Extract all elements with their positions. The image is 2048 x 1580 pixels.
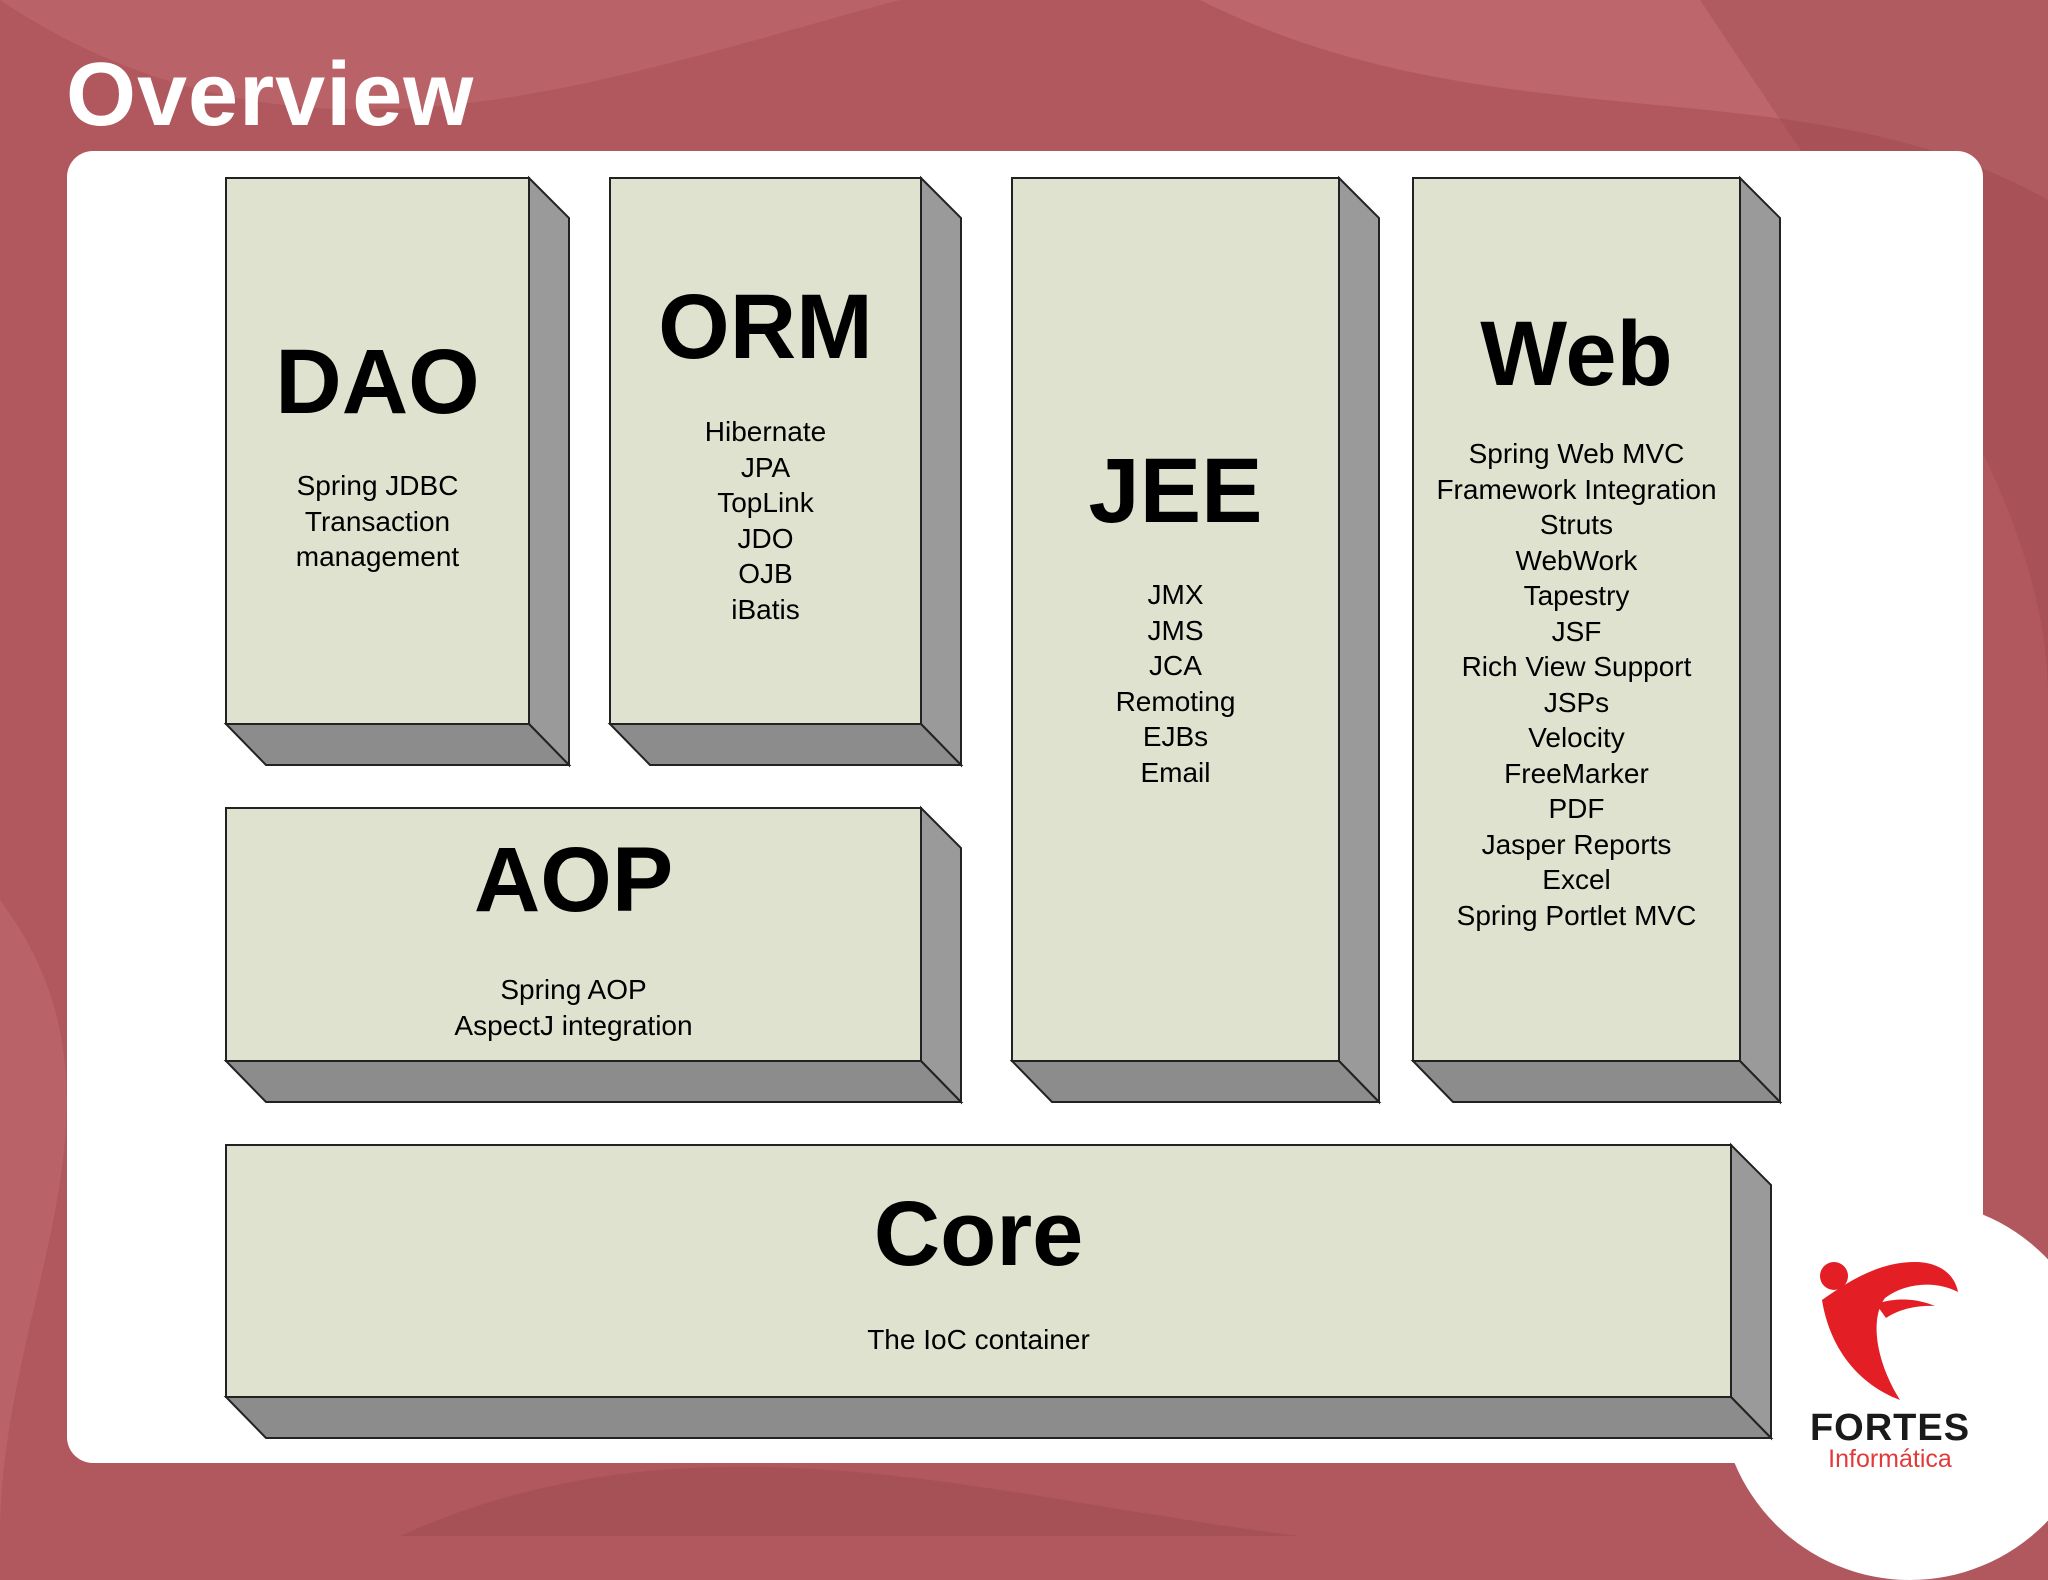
orm-box-shape [607, 175, 964, 768]
dao-box-shape [223, 175, 572, 768]
list-item: EJBs [1142, 721, 1209, 752]
aop-title: AOP [473, 829, 674, 931]
list-item: WebWork [1515, 544, 1638, 576]
orm-items: Hibernate JPA TopLink JDO OJB iBatis [610, 414, 921, 627]
list-item: Spring JDBC [296, 470, 459, 501]
core-title: Core [873, 1183, 1084, 1285]
list-item: OJB [738, 558, 793, 589]
list-item: Hibernate [704, 416, 827, 447]
list-item: JMS [1147, 614, 1204, 646]
list-item: JPA [740, 451, 791, 483]
aop-module: AOP Spring AOP AspectJ integration [226, 834, 921, 1043]
list-item: JMX [1147, 579, 1204, 610]
web-title: Web [1480, 303, 1673, 405]
list-item: FreeMarker [1504, 757, 1649, 789]
orm-title: ORM [658, 276, 873, 378]
list-item: AspectJ integration [454, 1009, 693, 1041]
list-item: Spring Portlet MVC [1456, 899, 1697, 931]
aop-items: Spring AOP AspectJ integration [226, 972, 921, 1043]
list-item: iBatis [731, 593, 800, 625]
jee-module: JEE JMX JMS JCA Remoting EJBs Email [1012, 445, 1339, 790]
aop-box-shape [223, 805, 964, 1105]
list-item: JSPs [1543, 686, 1610, 718]
list-item: Spring Web MVC [1468, 438, 1685, 469]
core-module: Core The IoC container [226, 1188, 1731, 1358]
jee-title: JEE [1088, 440, 1263, 542]
list-item: Jasper Reports [1481, 828, 1672, 860]
list-item: JSF [1551, 615, 1602, 647]
list-item: Velocity [1528, 722, 1625, 753]
list-item: Spring AOP [500, 974, 647, 1005]
list-item: TopLink [717, 487, 814, 518]
list-item: JCA [1149, 650, 1202, 681]
list-item: The IoC container [867, 1324, 1090, 1355]
list-item: Remoting [1115, 685, 1236, 717]
list-item: Rich View Support [1461, 651, 1692, 682]
fortes-logo: FORTES Informática [1800, 1408, 1980, 1472]
list-item: Transaction [304, 505, 451, 537]
jee-items: JMX JMS JCA Remoting EJBs Email [1012, 577, 1339, 790]
list-item: Framework Integration [1436, 473, 1717, 505]
list-item: Struts [1539, 509, 1614, 540]
list-item: Email [1140, 756, 1211, 788]
dao-items: Spring JDBC Transaction management [226, 468, 529, 575]
list-item: Tapestry [1523, 580, 1630, 611]
logo-subtitle: Informática [1828, 1445, 1952, 1473]
list-item: JDO [737, 522, 794, 554]
orm-module: ORM Hibernate JPA TopLink JDO OJB iBatis [610, 281, 921, 627]
list-item: management [295, 541, 460, 572]
core-items: The IoC container [226, 1322, 1731, 1358]
list-item: Excel [1542, 864, 1611, 895]
dao-title: DAO [275, 331, 480, 433]
fortes-logo-icon [1820, 1262, 1958, 1400]
web-box-shape [1410, 175, 1783, 1105]
jee-box-shape [1009, 175, 1382, 1105]
core-box-shape [223, 1142, 1774, 1441]
web-module: Web Spring Web MVC Framework Integration… [1413, 308, 1740, 933]
web-items: Spring Web MVC Framework Integration Str… [1413, 436, 1740, 933]
list-item: PDF [1548, 793, 1605, 824]
dao-module: DAO Spring JDBC Transaction management [226, 336, 529, 575]
slide-title: Overview [66, 45, 475, 145]
logo-name: FORTES [1809, 1407, 1971, 1449]
architecture-diagram [223, 175, 1958, 1441]
